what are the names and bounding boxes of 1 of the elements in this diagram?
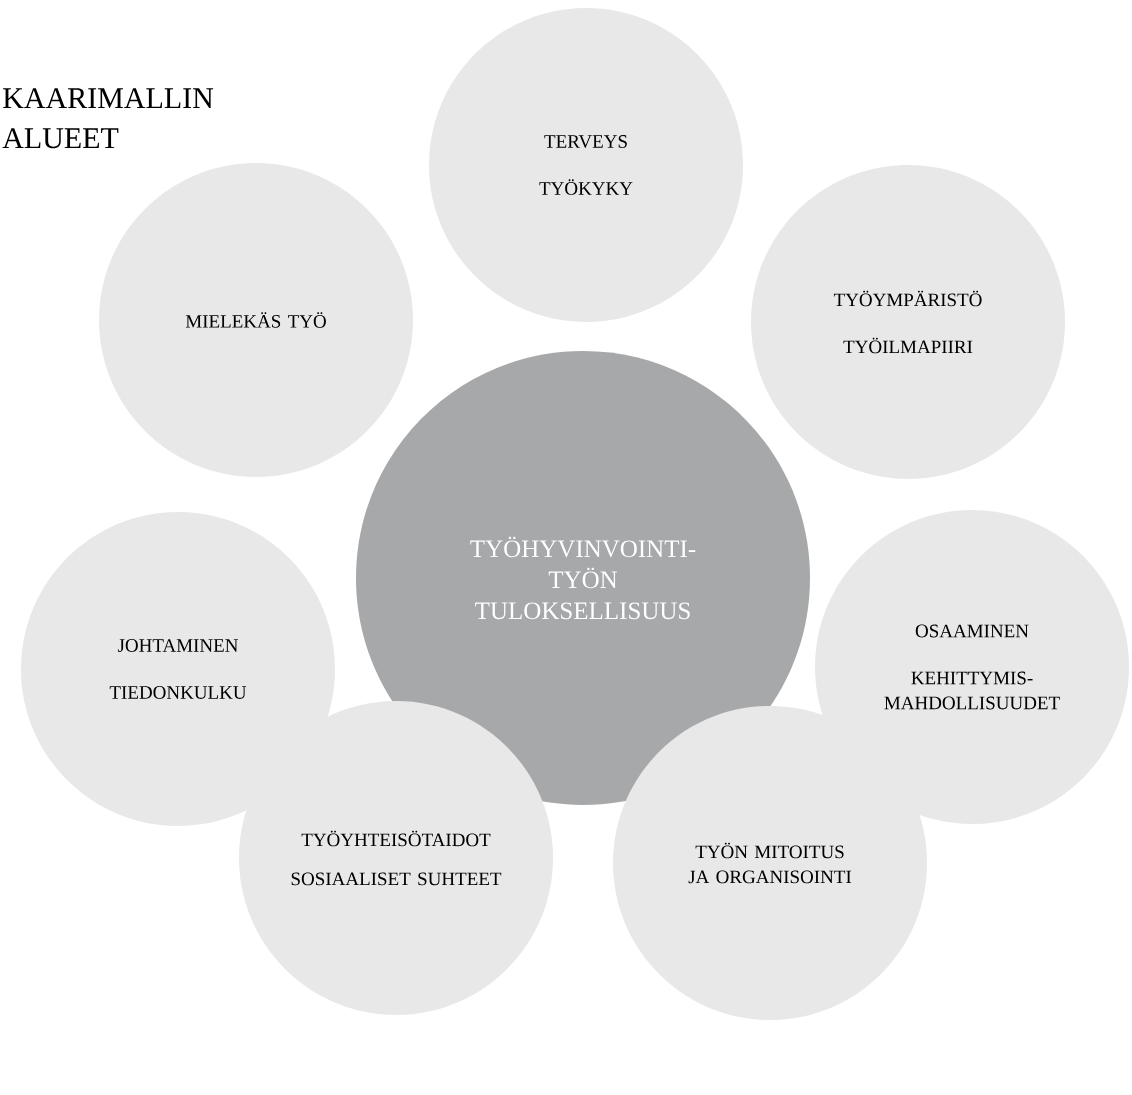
title: KAARIMALLIN ALUEET <box>2 88 214 149</box>
